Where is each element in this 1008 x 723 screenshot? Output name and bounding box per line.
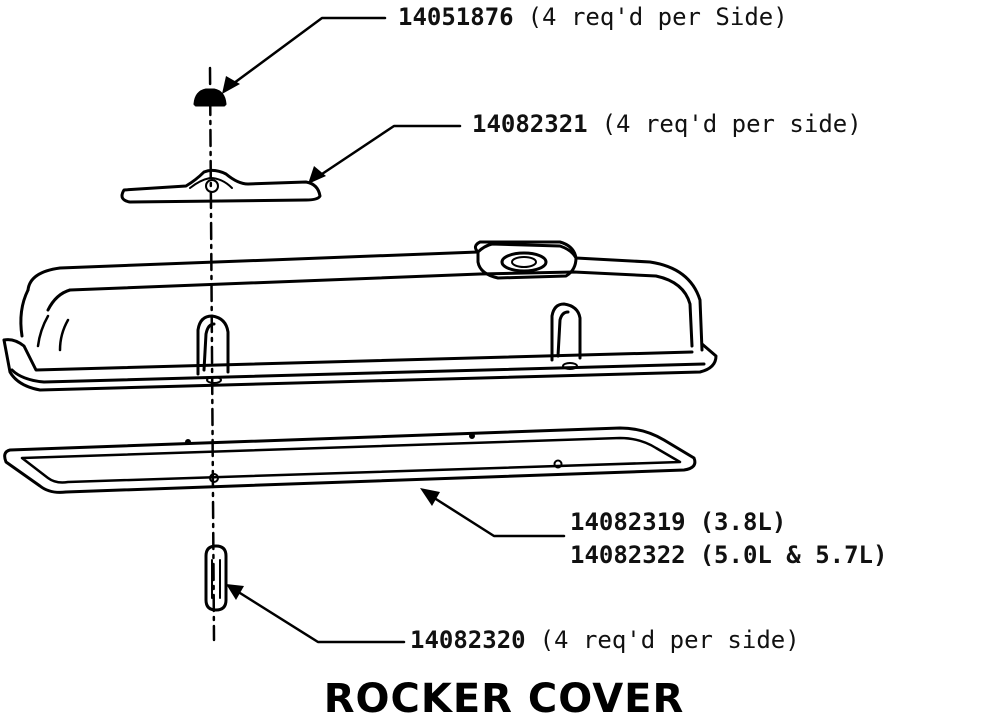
callout-bolt: 14051876 (4 req'd per Side) <box>398 5 788 29</box>
part-number-gasket-3-8l: 14082319 <box>570 508 686 536</box>
grommet-part <box>204 544 228 612</box>
washer-plate-part <box>120 168 322 204</box>
quantity-note-grommet: (4 req'd per side) <box>539 626 800 654</box>
arrowhead-grommet <box>226 584 244 600</box>
part-number-washer: 14082321 <box>472 110 588 138</box>
bolt-part <box>193 88 227 107</box>
callout-gasket-3-8l: 14082319 (3.8L) <box>570 510 786 534</box>
arrowhead-gasket <box>420 488 440 506</box>
center-axis-line <box>208 66 216 642</box>
leader-lines <box>228 16 566 644</box>
quantity-note-bolt: (4 req'd per Side) <box>527 3 788 31</box>
part-number-gasket-5l: 14082322 <box>570 541 686 569</box>
quantity-note-washer: (4 req'd per side) <box>601 110 862 138</box>
callout-gasket-5l: 14082322 (5.0L & 5.7L) <box>570 543 887 567</box>
callout-grommet: 14082320 (4 req'd per side) <box>410 628 800 652</box>
diagram-title: ROCKER COVER <box>323 676 685 722</box>
arrowhead-bolt <box>222 76 240 94</box>
callout-washer: 14082321 (4 req'd per side) <box>472 112 862 136</box>
engine-note-gasket-5l: (5.0L & 5.7L) <box>699 541 888 569</box>
leader-arrowheads <box>222 76 440 600</box>
part-number-grommet: 14082320 <box>410 626 526 654</box>
arrowhead-washer <box>308 166 326 184</box>
leader-washer <box>314 124 462 180</box>
leader-grommet <box>230 586 406 644</box>
part-number-bolt: 14051876 <box>398 3 514 31</box>
engine-note-gasket-3-8l: (3.8L) <box>699 508 787 536</box>
leader-bolt <box>228 16 387 88</box>
gasket-part <box>3 426 697 494</box>
rocker-cover-part <box>2 240 718 392</box>
leader-gasket <box>426 492 566 538</box>
